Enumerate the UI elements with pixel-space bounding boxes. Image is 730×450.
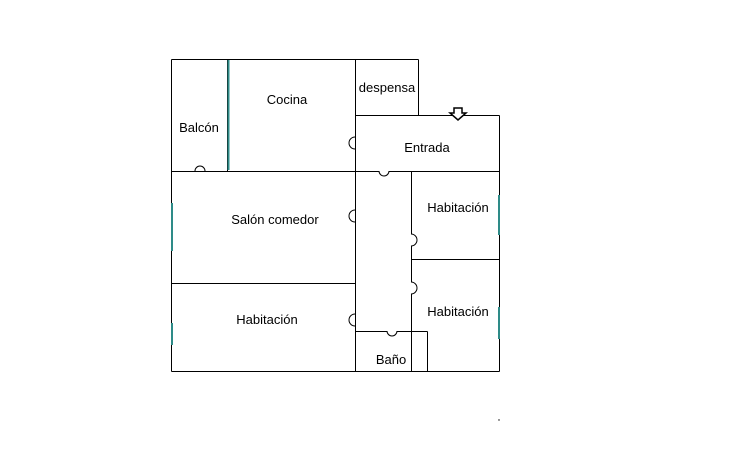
habitacion-left-door [348,313,356,327]
walls [171,59,500,372]
bano-door [386,330,398,337]
label-balcon: Balcón [179,120,219,135]
doors [194,136,418,337]
label-despensa: despensa [359,80,416,95]
label-bano: Baño [376,352,406,367]
label-salon-comedor: Salón comedor [231,212,319,227]
balcony-door [194,165,206,172]
entrada-door [378,170,390,177]
label-entrada: Entrada [404,140,450,155]
label-habitacion-right-bottom: Habitación [427,304,488,319]
room-labels: Balcón Cocina despensa Entrada Salón com… [179,80,489,367]
stray-dot [498,419,500,421]
label-habitacion-right-top: Habitación [427,200,488,215]
windows [171,60,500,345]
label-cocina: Cocina [267,92,308,107]
kitchen-door [348,136,356,150]
habitacion-right-top-door [410,233,418,247]
salon-door [348,209,356,223]
entrance-arrow-icon [448,107,468,121]
habitacion-right-bottom-door [410,281,418,295]
label-habitacion-left: Habitación [236,312,297,327]
